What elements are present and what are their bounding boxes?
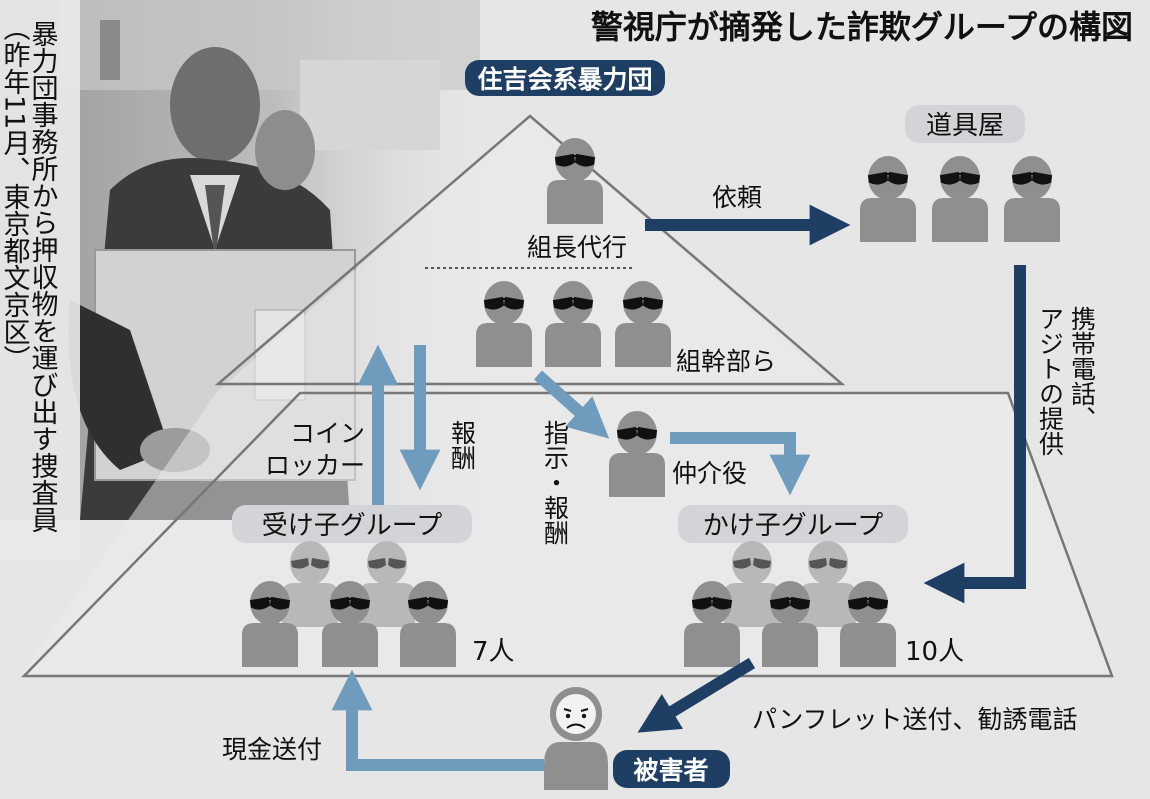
victim-label: 被害者 <box>633 756 708 785</box>
broker-to-callers-arrow <box>670 432 811 496</box>
victim-box <box>613 750 730 788</box>
pyramid-label: 住吉会系暴力団 <box>477 65 652 94</box>
boss-label: 組長代行 <box>527 233 627 262</box>
request-label: 依頼 <box>712 183 762 212</box>
receivers-count: 7人 <box>472 637 515 667</box>
phones-label-line1: 携帯電話、 <box>1068 306 1097 431</box>
photo-caption-line2: （昨年11月、東京都文京区） <box>0 14 30 372</box>
instruction-label: 指示・報酬 <box>541 420 570 545</box>
photo-caption-line1: 暴力団事務所から押収物を運び出す捜査員 <box>27 20 59 533</box>
tool-shop-box <box>905 105 1025 143</box>
receivers-box <box>232 505 472 543</box>
cash-arrow <box>331 669 544 771</box>
instruction-arrow <box>534 370 610 439</box>
callers-box <box>678 505 908 543</box>
caption-backdrop <box>0 0 80 560</box>
receivers-label: 受け子グループ <box>262 511 442 541</box>
cash-label: 現金送付 <box>222 735 322 764</box>
callers-label: かけ子グループ <box>703 511 883 541</box>
phones-label-line2: アジトの提供 <box>1036 306 1065 456</box>
executives-label: 組幹部ら <box>676 347 776 376</box>
reward-label: 報酬 <box>448 420 477 470</box>
contact-arrow <box>637 657 756 733</box>
broker-label: 仲介役 <box>672 459 747 488</box>
contact-label: パンフレット送付、勧誘電話 <box>752 705 1078 734</box>
phones-arrow <box>923 265 1026 604</box>
diagram-title: 警視庁が摘発した詐欺グループの構図 <box>591 8 1133 46</box>
callers-count: 10人 <box>905 637 964 667</box>
locker-label-line1: コイン <box>290 419 365 448</box>
pyramid-label-box <box>465 60 665 96</box>
tool-shop-label: 道具屋 <box>926 111 1004 141</box>
victim-figure <box>544 687 608 790</box>
locker-label-line2: ロッカー <box>265 451 365 480</box>
